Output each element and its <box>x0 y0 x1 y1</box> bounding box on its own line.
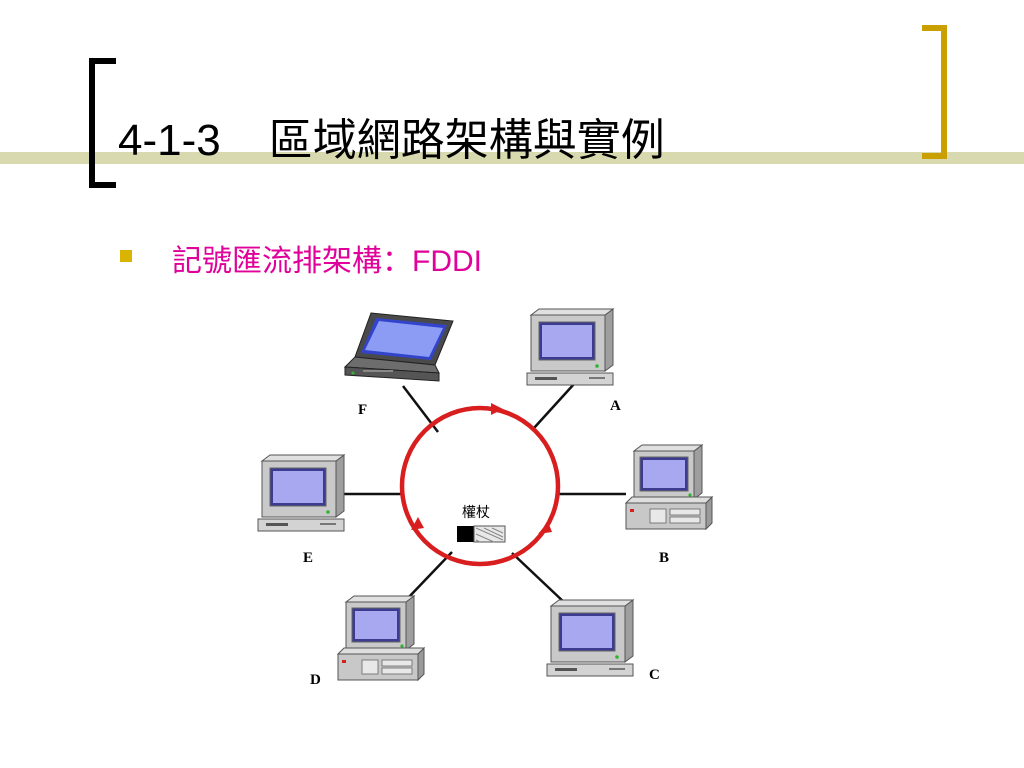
left-bracket-icon <box>89 58 116 188</box>
square-bullet-icon <box>120 250 132 262</box>
token-label: 權杖 <box>462 505 490 521</box>
node-f: F <box>344 312 454 418</box>
node-label-b: B <box>659 550 669 566</box>
node-a: A <box>526 308 621 414</box>
node-label-d: D <box>310 672 321 688</box>
node-label-e: E <box>303 550 313 566</box>
node-b: B <box>625 444 713 566</box>
link-a <box>533 383 575 429</box>
desktop-computer-icon <box>526 308 614 386</box>
title-underline-bar <box>0 152 1024 164</box>
node-d: D <box>310 595 425 688</box>
desktop-tower-computer-icon <box>337 595 425 681</box>
ring-arrow-left-icon <box>411 517 424 530</box>
page-title: 4-1-3 區域網路架構與實例 <box>118 104 665 168</box>
desktop-computer-icon <box>546 599 634 677</box>
fddi-ring <box>399 405 561 567</box>
title-text: 區域網路架構與實例 <box>268 115 665 166</box>
bullet-label: 記號匯流排架構： <box>172 244 412 279</box>
link-c <box>511 552 567 605</box>
node-c: C <box>546 599 660 683</box>
laptop-icon <box>344 312 454 382</box>
node-label-a: A <box>610 398 621 414</box>
node-label-f: F <box>358 402 367 418</box>
bullet-text: 記號匯流排架構：FDDI <box>172 236 482 280</box>
link-d <box>407 551 453 599</box>
node-label-c: C <box>649 667 660 683</box>
desktop-computer-icon <box>257 454 345 532</box>
network-links <box>334 383 626 605</box>
token-icon <box>457 525 506 543</box>
ring-arrow-top-icon <box>491 403 503 415</box>
right-bracket-icon <box>922 25 947 159</box>
title-number: 4-1-3 <box>118 116 221 165</box>
node-e: E <box>257 454 345 566</box>
ring-arrow-right-icon <box>538 522 552 534</box>
bullet-acronym: FDDI <box>412 245 482 278</box>
desktop-tower-computer-icon <box>625 444 713 530</box>
